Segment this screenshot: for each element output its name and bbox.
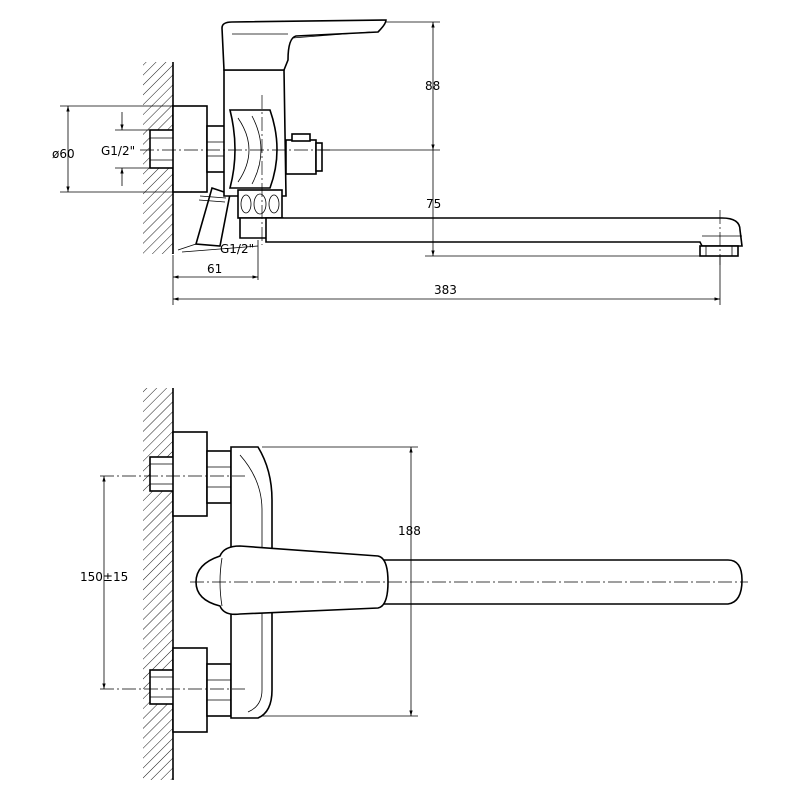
diverter-button-side[interactable] bbox=[285, 133, 323, 175]
dim-flange-diameter-label: ø60 bbox=[52, 147, 75, 161]
dim-body-height: 188 bbox=[398, 447, 421, 716]
inlet-lower-top bbox=[149, 647, 232, 733]
dim-total-length-label: 383 bbox=[434, 283, 457, 297]
dim-eccentric-reach: 61 bbox=[173, 262, 258, 279]
dim-center-distance: 150±15 bbox=[80, 476, 128, 689]
side-view: 88 75 ø60 G1/2" G1/2" 61 bbox=[52, 19, 743, 305]
dim-total-length: 383 bbox=[173, 283, 720, 301]
extension-lines-side bbox=[60, 21, 721, 305]
dim-height-top-label: 88 bbox=[425, 79, 440, 93]
dim-thread-hose-label: G1/2" bbox=[220, 242, 254, 256]
mixer-body-side bbox=[223, 69, 287, 197]
spout-joint-side bbox=[237, 189, 284, 239]
dim-height-spout-label: 75 bbox=[426, 197, 441, 211]
dim-thread-hose: G1/2" bbox=[181, 242, 259, 256]
dim-body-height-label: 188 bbox=[398, 524, 421, 538]
inlet-upper-top bbox=[149, 431, 232, 517]
dim-thread-wall-label: G1/2" bbox=[101, 144, 135, 158]
dim-flange-diameter: ø60 bbox=[52, 106, 75, 192]
dim-height-top: 88 bbox=[425, 22, 440, 150]
dim-height-spout: 75 bbox=[426, 150, 441, 256]
lever-handle-top[interactable] bbox=[195, 545, 389, 616]
wall-section-top bbox=[143, 388, 174, 780]
lever-handle-side[interactable] bbox=[221, 19, 387, 71]
dim-eccentric-reach-label: 61 bbox=[207, 262, 222, 276]
dim-center-distance-label: 150±15 bbox=[80, 570, 128, 584]
dim-thread-wall: G1/2" bbox=[101, 112, 135, 186]
spout-side bbox=[265, 217, 743, 257]
top-view: 188 150±15 bbox=[80, 388, 748, 780]
extension-lines-top bbox=[262, 446, 418, 717]
wall-flange-side bbox=[172, 105, 208, 193]
inlet-pipe-side bbox=[149, 129, 176, 169]
